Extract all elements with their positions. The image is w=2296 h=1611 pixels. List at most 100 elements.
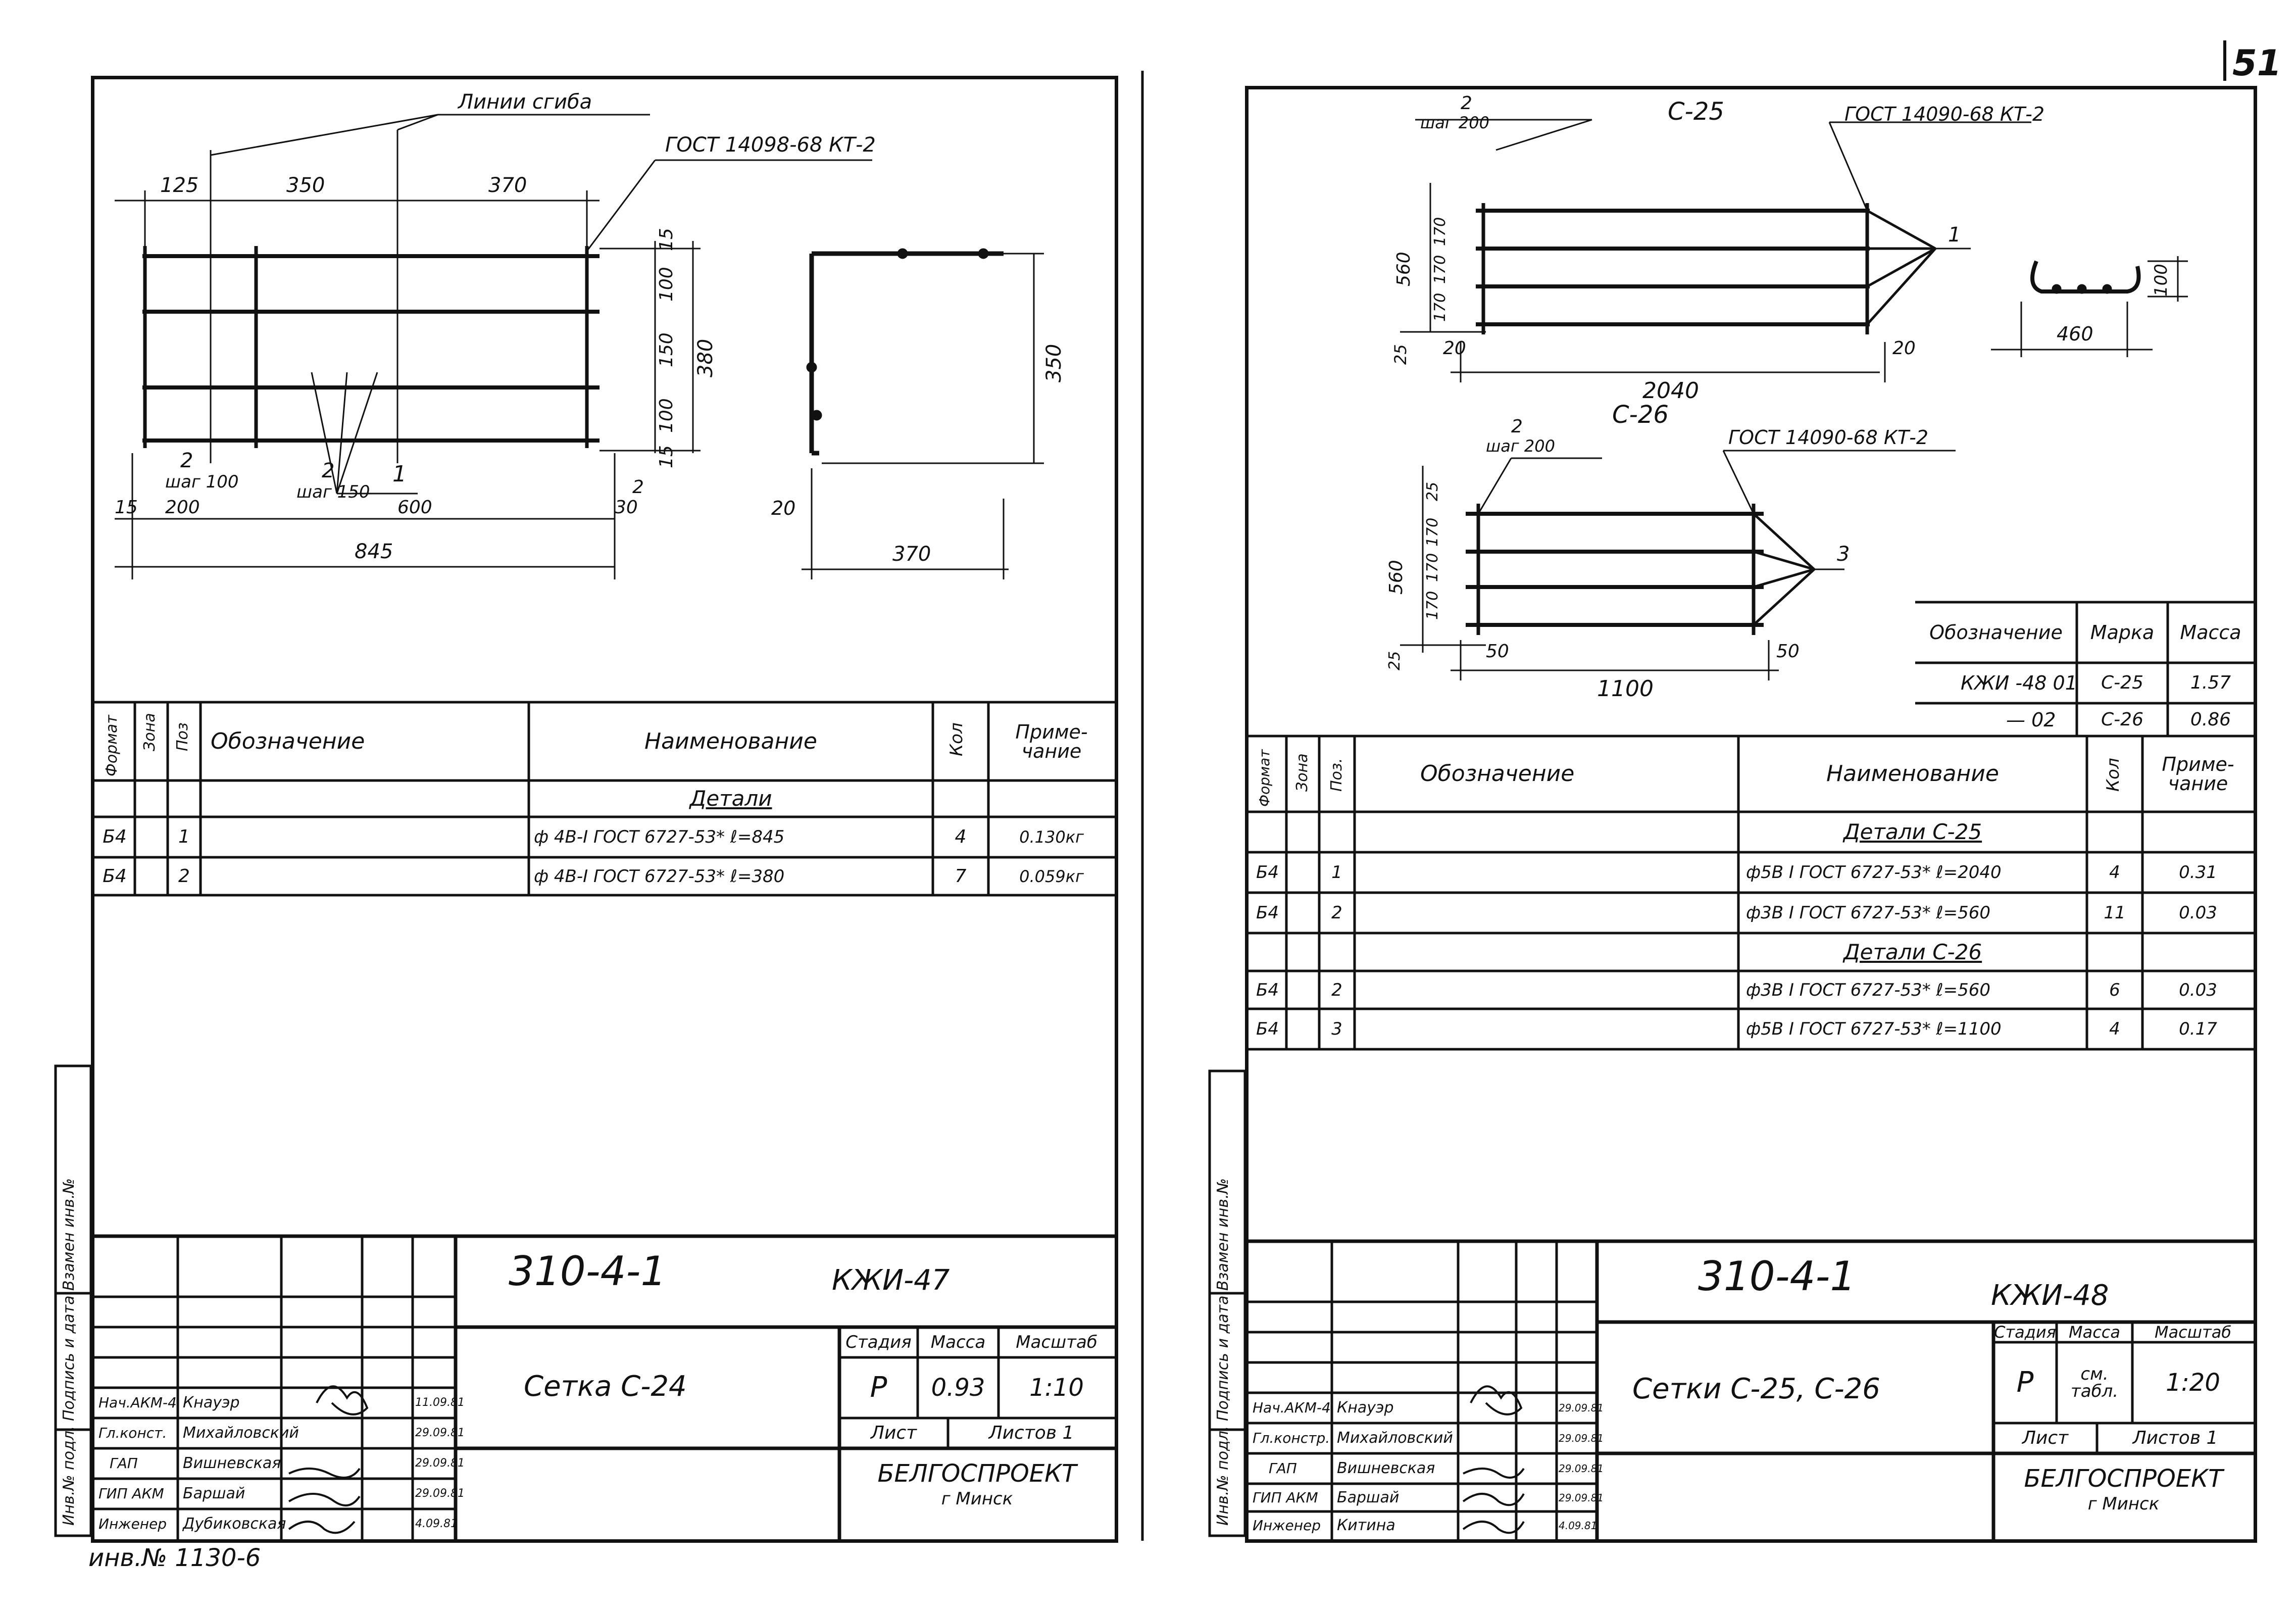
- row-name: ф5В I ГОСТ 6727-53* ℓ=2040: [1746, 862, 2002, 883]
- staff-name: Михайловский: [183, 1424, 299, 1442]
- row-note: 0.31: [2179, 862, 2217, 883]
- c25-left-dim-3: 170: [1431, 217, 1449, 246]
- mark-cell-mark: С-26: [2101, 709, 2143, 730]
- doc-number: 310-4-1: [509, 1248, 667, 1295]
- bottom-dim-total: 845: [355, 540, 393, 563]
- staff-date: 29.09.81: [415, 1427, 465, 1439]
- row-pos: 2: [1331, 903, 1342, 923]
- right-sheet-linework: [1249, 119, 2254, 1539]
- mark-header-designation: Обозначение: [1929, 621, 2063, 644]
- spec-header-pos: Поз.: [1328, 758, 1345, 792]
- c26-left-dim-3: 170: [1424, 553, 1441, 582]
- row-qty: 4: [2109, 862, 2120, 883]
- c26-pos2: 2: [1511, 416, 1523, 437]
- staff-name: Китина: [1337, 1516, 1395, 1534]
- c26-end-dim-left: 50: [1486, 641, 1509, 662]
- c25-gost: ГОСТ 14090-68 КТ-2: [1844, 103, 2045, 125]
- staff-date: 29.09.81: [1559, 1462, 1604, 1475]
- staff-role: Инженер: [1253, 1517, 1321, 1534]
- inventory-number: инв.№ 1130-6: [88, 1544, 261, 1572]
- c26-label: С-26: [1612, 401, 1669, 429]
- row-pos: 2: [178, 865, 190, 887]
- doc-code: КЖИ-48: [1991, 1279, 2109, 1312]
- c25-end-dim-right: 20: [1892, 338, 1916, 359]
- spec-header-designation: Обозначение: [211, 728, 365, 754]
- row-format: Б4: [1256, 862, 1279, 883]
- mark-cell-mass: 1.57: [2190, 672, 2231, 693]
- spec-header-note: Приме-чание: [1015, 720, 1088, 762]
- pos-2c-label: 2: [632, 477, 644, 498]
- staff-date: 29.09.81: [1559, 1491, 1604, 1504]
- mass-value: см. табл.: [2070, 1364, 2119, 1401]
- top-dim-2: 350: [286, 174, 325, 197]
- c25-section-height: 100: [2151, 264, 2171, 297]
- staff-role: ГИП АКМ: [98, 1485, 164, 1502]
- row-note: 0.17: [2179, 1019, 2217, 1039]
- row-qty: 6: [2109, 980, 2120, 1000]
- staff-date: 4.09.81: [415, 1518, 458, 1530]
- mark-cell-designation: КЖИ -48 01: [1961, 672, 2077, 694]
- c26-left-dim-1: 25: [1424, 481, 1441, 501]
- stage-value: Р: [870, 1371, 887, 1404]
- c25-left-small: 25: [1391, 344, 1410, 365]
- staff-role: Нач.АКМ-4: [98, 1394, 177, 1411]
- sheet-label: Лист: [2022, 1428, 2069, 1448]
- org-city: г Минск: [2087, 1494, 2160, 1514]
- spec-header-designation: Обозначение: [1420, 761, 1575, 787]
- c25-left-total: 560: [1393, 252, 1414, 286]
- c26-length: 1100: [1597, 676, 1654, 702]
- right-drawing-sheet: С-25 ГОСТ 14090-68 КТ-2 2 шаг 200 560 17…: [1245, 86, 2257, 1543]
- stage-label: Стадия: [1994, 1323, 2056, 1342]
- staff-date: 4.09.81: [1559, 1519, 1598, 1532]
- spec-header-zone: Зона: [1293, 753, 1311, 792]
- c26-pos2-step: шаг 200: [1486, 436, 1555, 456]
- row-qty: 11: [2104, 903, 2126, 923]
- row-note: 0.059кг: [1019, 866, 1084, 886]
- staff-date: 29.09.81: [1559, 1402, 1604, 1414]
- staff-role: Нач.АКМ-4: [1253, 1399, 1331, 1416]
- row-format: Б4: [103, 826, 127, 847]
- spec-header-name: Наименование: [1826, 761, 1999, 787]
- staff-date: 11.09.81: [415, 1396, 465, 1409]
- row-qty: 7: [955, 865, 967, 887]
- c26-left-dim-5: 25: [1386, 651, 1404, 670]
- sheets-label: Листов 1: [2132, 1428, 2218, 1448]
- c26-left-dim-2: 170: [1424, 517, 1441, 547]
- c25-length: 2040: [1642, 378, 1699, 404]
- top-dim-3: 370: [488, 174, 527, 197]
- doc-number: 310-4-1: [1698, 1253, 1856, 1300]
- bottom-dim-4: 30: [615, 497, 638, 518]
- left-sheet-linework: [94, 114, 1115, 1539]
- c26-end-dim-right: 50: [1776, 641, 1800, 662]
- staff-role: Гл.конст.: [98, 1425, 167, 1441]
- staff-role: Инженер: [98, 1516, 167, 1532]
- gost-label: ГОСТ 14098-68 КТ-2: [665, 133, 876, 157]
- bottom-dim-2: 200: [165, 497, 200, 518]
- row-name: ф 4В-I ГОСТ 6727-53* ℓ=380: [534, 866, 785, 887]
- row-name: ф3В I ГОСТ 6727-53* ℓ=560: [1746, 903, 1990, 923]
- mark-cell-mass: 0.86: [2190, 709, 2231, 730]
- row-note: 0.03: [2179, 980, 2217, 1000]
- staff-role: ГАП: [1269, 1460, 1297, 1477]
- mass-value: 0.93: [931, 1374, 985, 1402]
- doc-code: КЖИ-47: [832, 1264, 950, 1297]
- row-note: 0.03: [2179, 903, 2217, 923]
- scale-value: 1:10: [1029, 1374, 1084, 1402]
- mass-label: Масса: [930, 1332, 986, 1352]
- spec-header-qty: Кол: [2103, 758, 2123, 792]
- bend-line-label: Линии сгиба: [458, 90, 592, 114]
- staff-name: Кнауэр: [1337, 1399, 1394, 1417]
- right-side-stamp: Инв.№ подл. Подпись и дата Взамен инв.№: [1214, 1178, 1232, 1526]
- row-qty: 4: [955, 826, 967, 847]
- doc-title: Сетки С-25, С-26: [1632, 1373, 1880, 1405]
- org-name: БЕЛГОСПРОЕКТ: [2024, 1464, 2223, 1493]
- doc-title: Сетка С-24: [524, 1370, 687, 1403]
- c25-pos2-step: шаг 200: [1420, 113, 1489, 132]
- stage-value: Р: [2016, 1366, 2034, 1399]
- org-city: г Минск: [941, 1489, 1013, 1509]
- bottom-dim-1: 15: [115, 497, 138, 518]
- scale-value: 1:20: [2166, 1369, 2220, 1397]
- row-qty: 4: [2109, 1019, 2120, 1039]
- row-format: Б4: [1256, 1019, 1279, 1039]
